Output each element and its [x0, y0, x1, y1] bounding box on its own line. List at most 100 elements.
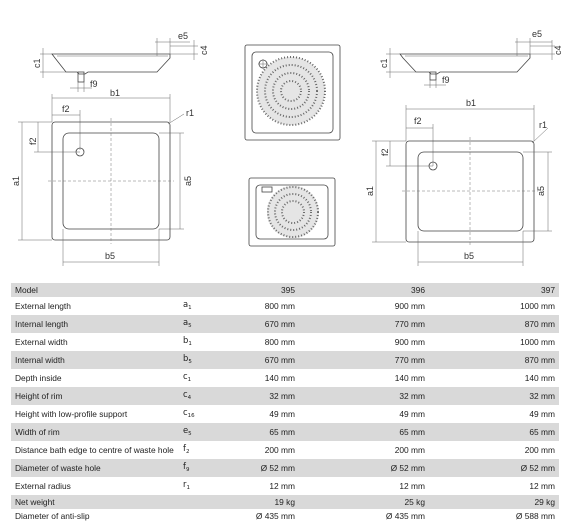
row-value-model-396: 140 mm [299, 369, 429, 387]
symbol-letter: a [183, 317, 189, 327]
row-symbol: a1 [179, 297, 219, 315]
row-label: Internal width [11, 351, 179, 369]
row-label: Depth inside [11, 369, 179, 387]
row-value-model-396: 900 mm [299, 297, 429, 315]
header-model-label: Model [11, 283, 179, 297]
row-label: Diameter of waste hole [11, 459, 179, 477]
symbol-subscript: 1 [188, 341, 192, 347]
row-value-model-397: 32 mm [429, 387, 559, 405]
symbol-subscript: 1 [186, 485, 190, 491]
symbol-letter: a [183, 299, 189, 309]
label-c1: c1 [32, 58, 42, 68]
row-symbol: c16 [179, 405, 219, 423]
row-value-model-395: 800 mm [219, 333, 299, 351]
row-symbol: r1 [179, 477, 219, 495]
row-value-model-397: Ø 52 mm [429, 459, 559, 477]
anti-slip-rectangle [248, 177, 336, 247]
row-value-model-396: 770 mm [299, 315, 429, 333]
label-b1: b1 [110, 88, 120, 98]
row-value-model-396: 25 kg [299, 495, 429, 509]
symbol-letter: e [183, 425, 189, 435]
symbol-letter: f [183, 443, 186, 453]
symbol-subscript: 9 [185, 467, 190, 473]
label-a1: a1 [11, 176, 21, 186]
label-a1-right: a1 [365, 186, 375, 196]
right-plan-view: b1 f2 f2 a1 a5 r1 b5 [365, 98, 552, 266]
row-value-model-396: Ø 435 mm [299, 509, 429, 523]
symbol-subscript: 1 [187, 377, 192, 383]
row-value-model-397: 1000 mm [429, 297, 559, 315]
header-model-397: 397 [429, 283, 559, 297]
row-value-model-395: 65 mm [219, 423, 299, 441]
technical-drawings: c1 e5 c4 f9 b1 f2 f2 [11, 29, 563, 266]
row-value-model-397: 200 mm [429, 441, 559, 459]
row-label: Diameter of anti-slip [11, 509, 179, 523]
label-a5-right: a5 [536, 186, 546, 196]
row-symbol: b5 [179, 351, 219, 369]
symbol-subscript: 5 [188, 323, 192, 329]
row-value-model-395: 800 mm [219, 297, 299, 315]
row-value-model-397: 140 mm [429, 369, 559, 387]
label-e5-right: e5 [532, 29, 542, 39]
header-symbol-cell [179, 283, 219, 297]
row-label: External width [11, 333, 179, 351]
row-label: External radius [11, 477, 179, 495]
symbol-subscript: 1 [188, 305, 192, 311]
row-value-model-397: 1000 mm [429, 333, 559, 351]
symbol-subscript: 5 [188, 359, 192, 365]
row-symbol: b1 [179, 333, 219, 351]
symbol-subscript: 4 [187, 395, 192, 401]
row-value-model-395: 200 mm [219, 441, 299, 459]
row-value-model-395: 670 mm [219, 315, 299, 333]
right-side-profile: c1 e5 c4 f9 [379, 29, 563, 88]
label-a5: a5 [183, 176, 193, 186]
symbol-letter: c [183, 371, 188, 381]
left-plan-view: b1 f2 f2 a1 a5 r1 b5 [11, 88, 194, 266]
row-value-model-396: 65 mm [299, 423, 429, 441]
label-f2-side: f2 [28, 137, 38, 145]
symbol-subscript: 16 [187, 413, 195, 419]
row-symbol: c4 [179, 387, 219, 405]
label-b5: b5 [105, 251, 115, 261]
symbol-subscript: 5 [188, 431, 192, 437]
label-f9: f9 [90, 79, 98, 89]
row-label: Net weight [11, 495, 179, 509]
anti-slip-square [244, 44, 341, 141]
row-value-model-397: Ø 588 mm [429, 509, 559, 523]
symbol-letter: c [183, 389, 188, 399]
symbol-subscript: 2 [185, 449, 190, 455]
label-c4-right: c4 [553, 45, 563, 55]
row-value-model-397: 870 mm [429, 315, 559, 333]
row-value-model-395: Ø 435 mm [219, 509, 299, 523]
label-f2-top-right: f2 [414, 116, 422, 126]
label-f9-right: f9 [442, 75, 450, 85]
label-e5: e5 [178, 31, 188, 41]
left-side-profile: c1 e5 c4 f9 [32, 31, 209, 92]
symbol-letter: b [183, 353, 189, 363]
row-value-model-396: 900 mm [299, 333, 429, 351]
row-label: Height with low-profile support [11, 405, 179, 423]
row-value-model-396: Ø 52 mm [299, 459, 429, 477]
label-c4: c4 [199, 45, 209, 55]
row-value-model-396: 32 mm [299, 387, 429, 405]
row-value-model-397: 49 mm [429, 405, 559, 423]
row-value-model-397: 870 mm [429, 351, 559, 369]
row-value-model-395: Ø 52 mm [219, 459, 299, 477]
label-b1-right: b1 [466, 98, 476, 108]
row-symbol: c1 [179, 369, 219, 387]
symbol-letter: b [183, 335, 189, 345]
row-value-model-395: 49 mm [219, 405, 299, 423]
label-b5-right: b5 [464, 251, 474, 261]
row-value-model-397: 65 mm [429, 423, 559, 441]
